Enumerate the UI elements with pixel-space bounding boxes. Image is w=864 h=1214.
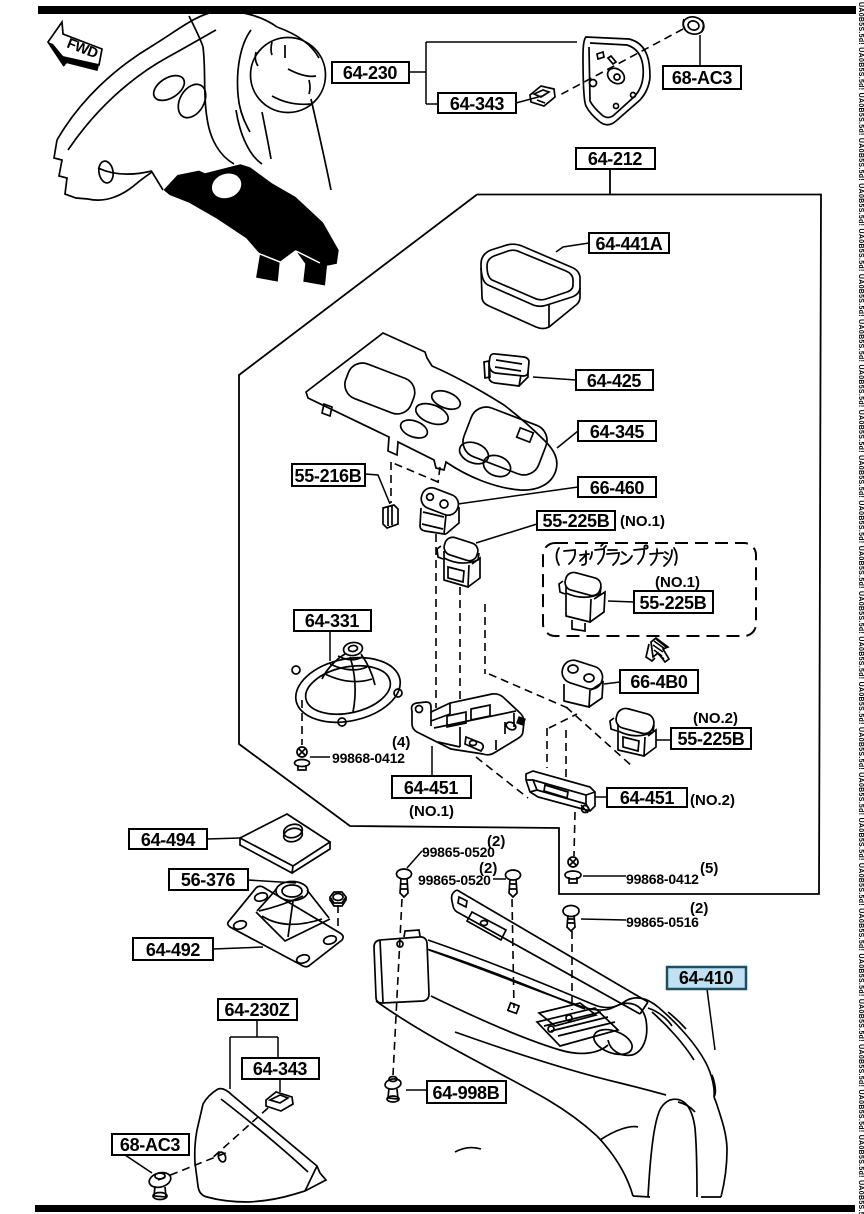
svg-text:55-225B: 55-225B [678,729,745,749]
svg-text:64-230Z: 64-230Z [225,1000,290,1020]
svg-text:(NO.1): (NO.1) [620,513,665,530]
svg-text:(5): (5) [700,860,718,877]
svg-text:68-AC3: 68-AC3 [672,68,733,88]
svg-text:(NO.1): (NO.1) [655,574,700,591]
svg-text:68-AC3: 68-AC3 [120,1135,181,1155]
svg-text:64-494: 64-494 [141,830,196,850]
svg-text:64-451: 64-451 [620,788,675,808]
svg-text:99865-0516: 99865-0516 [626,914,699,930]
svg-text:55-216B: 55-216B [295,466,362,486]
svg-text:64-492: 64-492 [146,940,201,960]
svg-text:64-441A: 64-441A [596,234,663,254]
svg-text:64-212: 64-212 [588,149,643,169]
svg-text:(4): (4) [392,734,410,751]
svg-text:64-343: 64-343 [253,1059,308,1079]
svg-text:99865-0520: 99865-0520 [418,872,491,888]
svg-text:64-230: 64-230 [343,63,398,83]
svg-text:55-225B: 55-225B [640,593,707,613]
svg-text:UA0B5S.5d! UA0B5S.5d! UA0B5S.5: UA0B5S.5d! UA0B5S.5d! UA0B5S.5d! UA0B5S.… [857,2,864,1214]
svg-text:56-376: 56-376 [181,870,236,890]
svg-text:(2): (2) [487,833,505,850]
svg-text:(2): (2) [479,860,497,877]
svg-text:66-4B0: 66-4B0 [630,672,688,692]
svg-text:(NO.2): (NO.2) [690,792,735,809]
svg-text:99868-0412: 99868-0412 [332,750,405,766]
svg-text:64-425: 64-425 [587,371,642,391]
svg-text:66-460: 66-460 [590,478,645,498]
svg-text:(NO.1): (NO.1) [409,803,454,820]
svg-text:(2): (2) [690,900,708,917]
svg-text:55-225B: 55-225B [543,511,610,531]
svg-text:(NO.2): (NO.2) [693,710,738,727]
svg-text:64-331: 64-331 [305,611,360,631]
svg-text:99868-0412: 99868-0412 [626,871,699,887]
svg-text:99865-0520: 99865-0520 [422,844,495,860]
svg-text:64-451: 64-451 [404,778,459,798]
svg-text:64-343: 64-343 [450,94,505,114]
svg-text:64-410: 64-410 [679,968,734,988]
svg-text:64-345: 64-345 [590,422,645,442]
svg-text:64-998B: 64-998B [433,1083,500,1103]
